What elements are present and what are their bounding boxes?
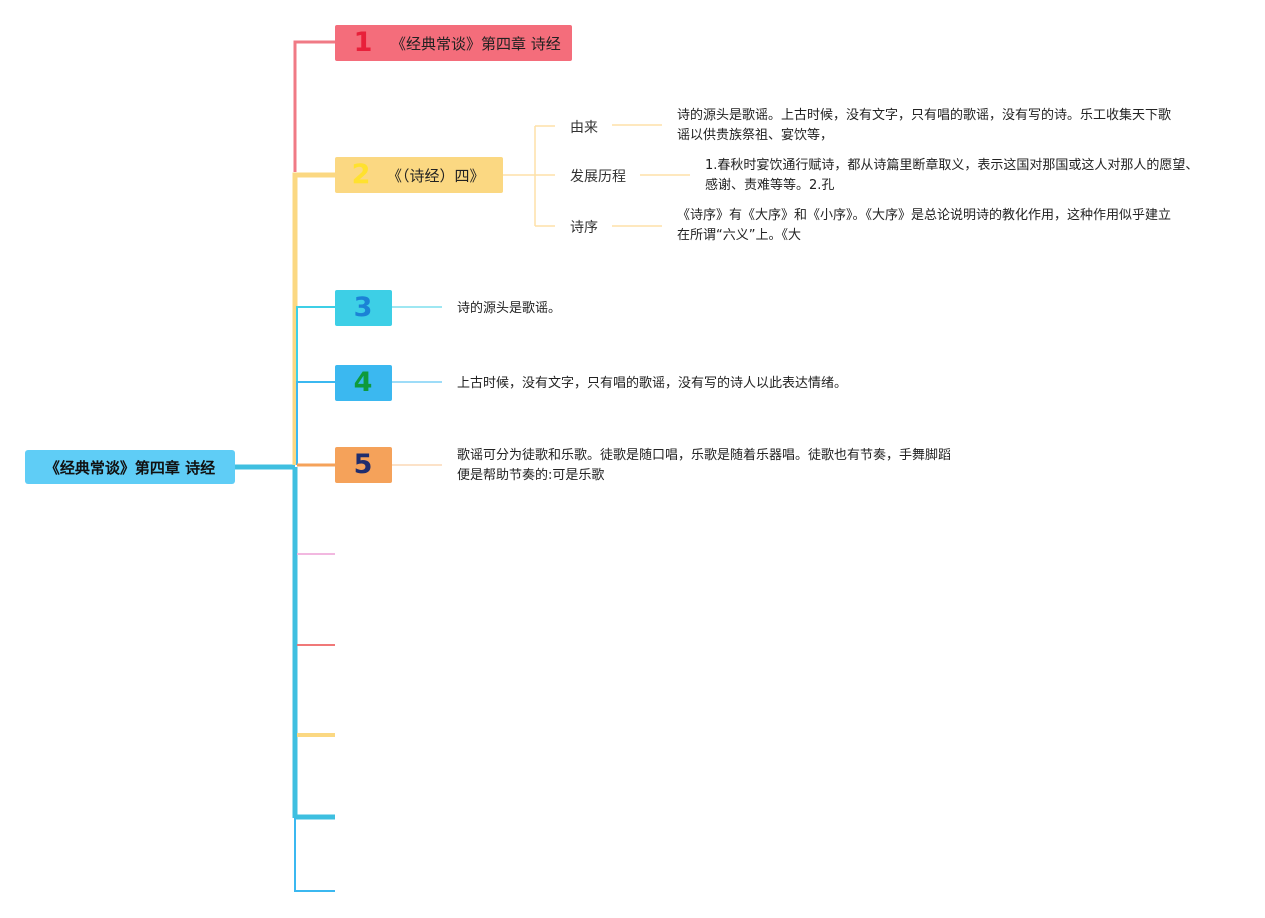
- subtopic-preface[interactable]: 诗序: [570, 220, 598, 236]
- branch-5-number: 5: [353, 449, 373, 480]
- subtopic-history[interactable]: 发展历程: [570, 169, 626, 185]
- branch-2-number: 2: [351, 159, 371, 190]
- branch-1-connector: [293, 40, 335, 172]
- branch-2-topic[interactable]: 2 《（诗经）四》: [335, 157, 503, 193]
- root-topic-label: 《经典常谈》第四章 诗经: [44, 458, 216, 477]
- branch-2-connector: [292, 172, 335, 465]
- branch-5-topic[interactable]: 5: [335, 447, 392, 483]
- branch-4-number: 4: [353, 367, 373, 398]
- branch-2-sub-connector: [503, 125, 555, 227]
- branch-4-connector: [296, 381, 335, 465]
- leaf-history-text[interactable]: 1.春秋时宴饮通行赋诗，都从诗篇里断章取义，表示这国对那国或这人对那人的愿望、感…: [705, 158, 1199, 193]
- leaf-origin-text[interactable]: 诗的源头是歌谣。上古时候，没有文字，只有唱的歌谣，没有写的诗。乐工收集天下歌谣以…: [677, 108, 1172, 143]
- branch-2-label: 《（诗经）四》: [387, 166, 485, 185]
- branch-1-topic[interactable]: 1 《经典常谈》第四章 诗经: [335, 25, 572, 61]
- subtopic-origin[interactable]: 由来: [570, 120, 598, 136]
- branch-1-label: 《经典常谈》第四章 诗经: [391, 34, 561, 53]
- branch-4-topic[interactable]: 4: [335, 365, 392, 401]
- branch-5-leaf-text[interactable]: 歌谣可分为徒歌和乐歌。徒歌是随口唱，乐歌是随着乐器唱。徒歌也有节奏，手舞脚蹈便是…: [457, 448, 952, 483]
- branch-1-number: 1: [353, 27, 373, 58]
- empty-branch-5: [294, 818, 335, 892]
- branch-3-number: 3: [353, 292, 373, 323]
- root-topic[interactable]: 《经典常谈》第四章 诗经: [25, 450, 235, 484]
- branch-4-leaf-text[interactable]: 上古时候，没有文字，只有唱的歌谣，没有写的诗人以此表达情绪。: [457, 376, 848, 391]
- branch-3-leaf-text[interactable]: 诗的源头是歌谣。: [457, 301, 562, 316]
- branch-3-connector: [296, 306, 335, 465]
- branch-3-topic[interactable]: 3: [335, 290, 392, 326]
- leaf-preface-text[interactable]: 《诗序》有《大序》和《小序》。《大序》是总论说明诗的教化作用，这种作用似乎建立在…: [677, 208, 1172, 243]
